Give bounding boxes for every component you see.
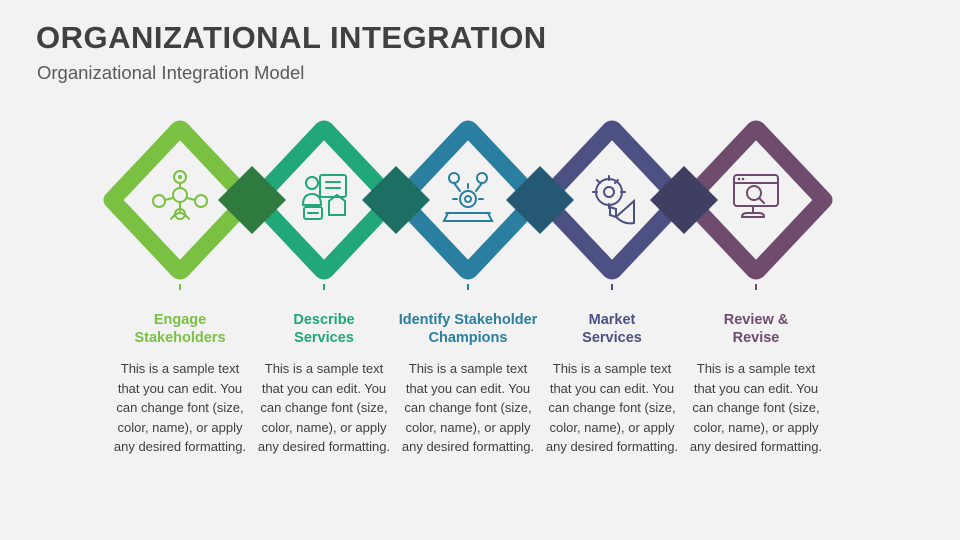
stage-body-1: This is a sample text that you can edit.… (113, 361, 247, 454)
stage-item-3[interactable]: Identify Stakeholder Champions This is a… (397, 305, 540, 457)
presenter-board-icon (301, 174, 347, 220)
stage-label-list: Engage Stakeholders This is a sample tex… (0, 305, 960, 535)
stage-item-4[interactable]: Market Services This is a sample text th… (541, 305, 684, 457)
stage-body-3: This is a sample text that you can edit.… (401, 361, 535, 454)
page-subtitle: Organizational Integration Model (37, 62, 305, 83)
stage-item-5[interactable]: Review & Revise This is a sample text th… (685, 305, 828, 457)
stage-body-2: This is a sample text that you can edit.… (257, 361, 391, 454)
chain-joint-2 (362, 166, 430, 234)
chain-joint-1 (218, 166, 286, 234)
chain-joint-3 (506, 166, 574, 234)
stage-title-5: Review & Revise (723, 312, 789, 346)
stage-title-4: Market Services (582, 312, 642, 346)
page-title: ORGANIZATIONAL INTEGRATION (36, 20, 547, 55)
stage-title-2: Describe Services (293, 312, 355, 346)
gear-megaphone-icon (592, 175, 635, 225)
stage-body-4: This is a sample text that you can edit.… (545, 361, 679, 454)
integration-chain-diagram (103, 120, 833, 296)
stage-title-3: Identify Stakeholder Champions (398, 312, 538, 346)
idea-gear-laptop-icon (442, 172, 494, 222)
chain-joint-4 (650, 166, 718, 234)
stage-item-2[interactable]: Describe Services This is a sample text … (253, 305, 396, 457)
stage-item-1[interactable]: Engage Stakeholders This is a sample tex… (109, 305, 252, 457)
stage-title-1: Engage Stakeholders (134, 312, 226, 346)
connector-lines (179, 272, 757, 296)
monitor-search-icon (733, 174, 779, 218)
stage-body-5: This is a sample text that you can edit.… (689, 361, 823, 454)
stakeholder-network-icon (152, 170, 208, 220)
chain-link-5[interactable] (679, 120, 833, 280)
